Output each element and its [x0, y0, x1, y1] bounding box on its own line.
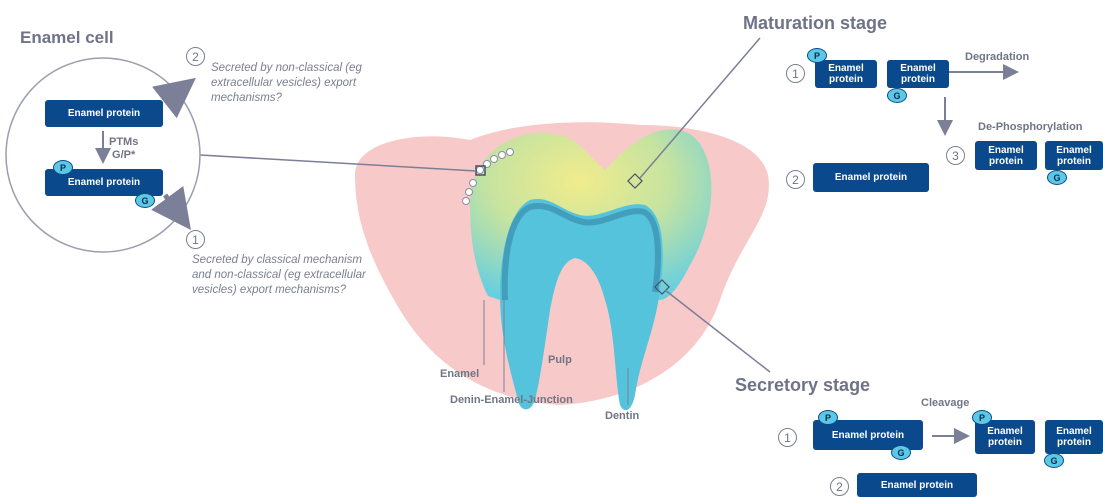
secretory-stage-title: Secretory stage: [735, 375, 870, 396]
secretory-protein-2: Enamel protein: [857, 473, 977, 497]
maturation-protein-2: Enamel protein: [813, 163, 929, 192]
secretory-number-2: 2: [830, 477, 849, 496]
secretory-phosphate-badge: P: [818, 410, 838, 425]
degradation-label: Degradation: [965, 51, 1029, 63]
dephosphorylation-label: De-Phosphorylation: [978, 121, 1083, 133]
maturation-protein-a: Enamel protein: [815, 60, 877, 88]
enamel-cell-title: Enamel cell: [20, 28, 114, 48]
maturation-number-3: 3: [946, 146, 965, 165]
phosphate-badge: P: [53, 160, 73, 175]
pathway-number-1: 1: [186, 230, 205, 249]
dej-label: Denin-Enamel-Junction: [450, 394, 573, 406]
secretory-glycan-badge-2: G: [1044, 453, 1064, 468]
maturation-phosphate-badge: P: [807, 48, 827, 63]
maturation-protein-3b: Enamel protein: [1045, 141, 1103, 170]
pulp-label: Pulp: [548, 354, 572, 366]
maturation-glycan-badge: G: [887, 88, 907, 103]
secretory-phosphate-badge-2: P: [972, 410, 992, 425]
secretory-number-1: 1: [778, 428, 797, 447]
secretory-protein-1b: Enamel protein: [975, 420, 1035, 454]
dentin-label: Dentin: [605, 410, 639, 422]
glycan-badge: G: [135, 193, 155, 208]
maturation-protein-b: Enamel protein: [887, 60, 949, 88]
secretory-protein-1c: Enamel protein: [1045, 420, 1103, 454]
secretory-glycan-badge: G: [891, 445, 911, 460]
ptms-label: PTMs G/P*: [109, 136, 138, 162]
pathway-number-2: 2: [186, 47, 205, 66]
maturation-number-1: 1: [786, 64, 805, 83]
cleavage-label: Cleavage: [921, 397, 969, 409]
maturation-number-2: 2: [786, 170, 805, 189]
enamel-protein-box: Enamel protein: [45, 100, 163, 127]
maturation-protein-3a: Enamel protein: [975, 141, 1037, 170]
enamel-label: Enamel: [440, 368, 479, 380]
note-non-classical: Secreted by non-classical (eg extracellu…: [211, 61, 371, 106]
maturation-glycan-badge-2: G: [1047, 170, 1067, 185]
note-classical: Secreted by classical mechanism and non-…: [192, 253, 372, 298]
ptms-label-line1: PTMs: [109, 136, 138, 149]
maturation-stage-title: Maturation stage: [743, 13, 887, 34]
ptms-label-line2: G/P*: [109, 149, 138, 162]
